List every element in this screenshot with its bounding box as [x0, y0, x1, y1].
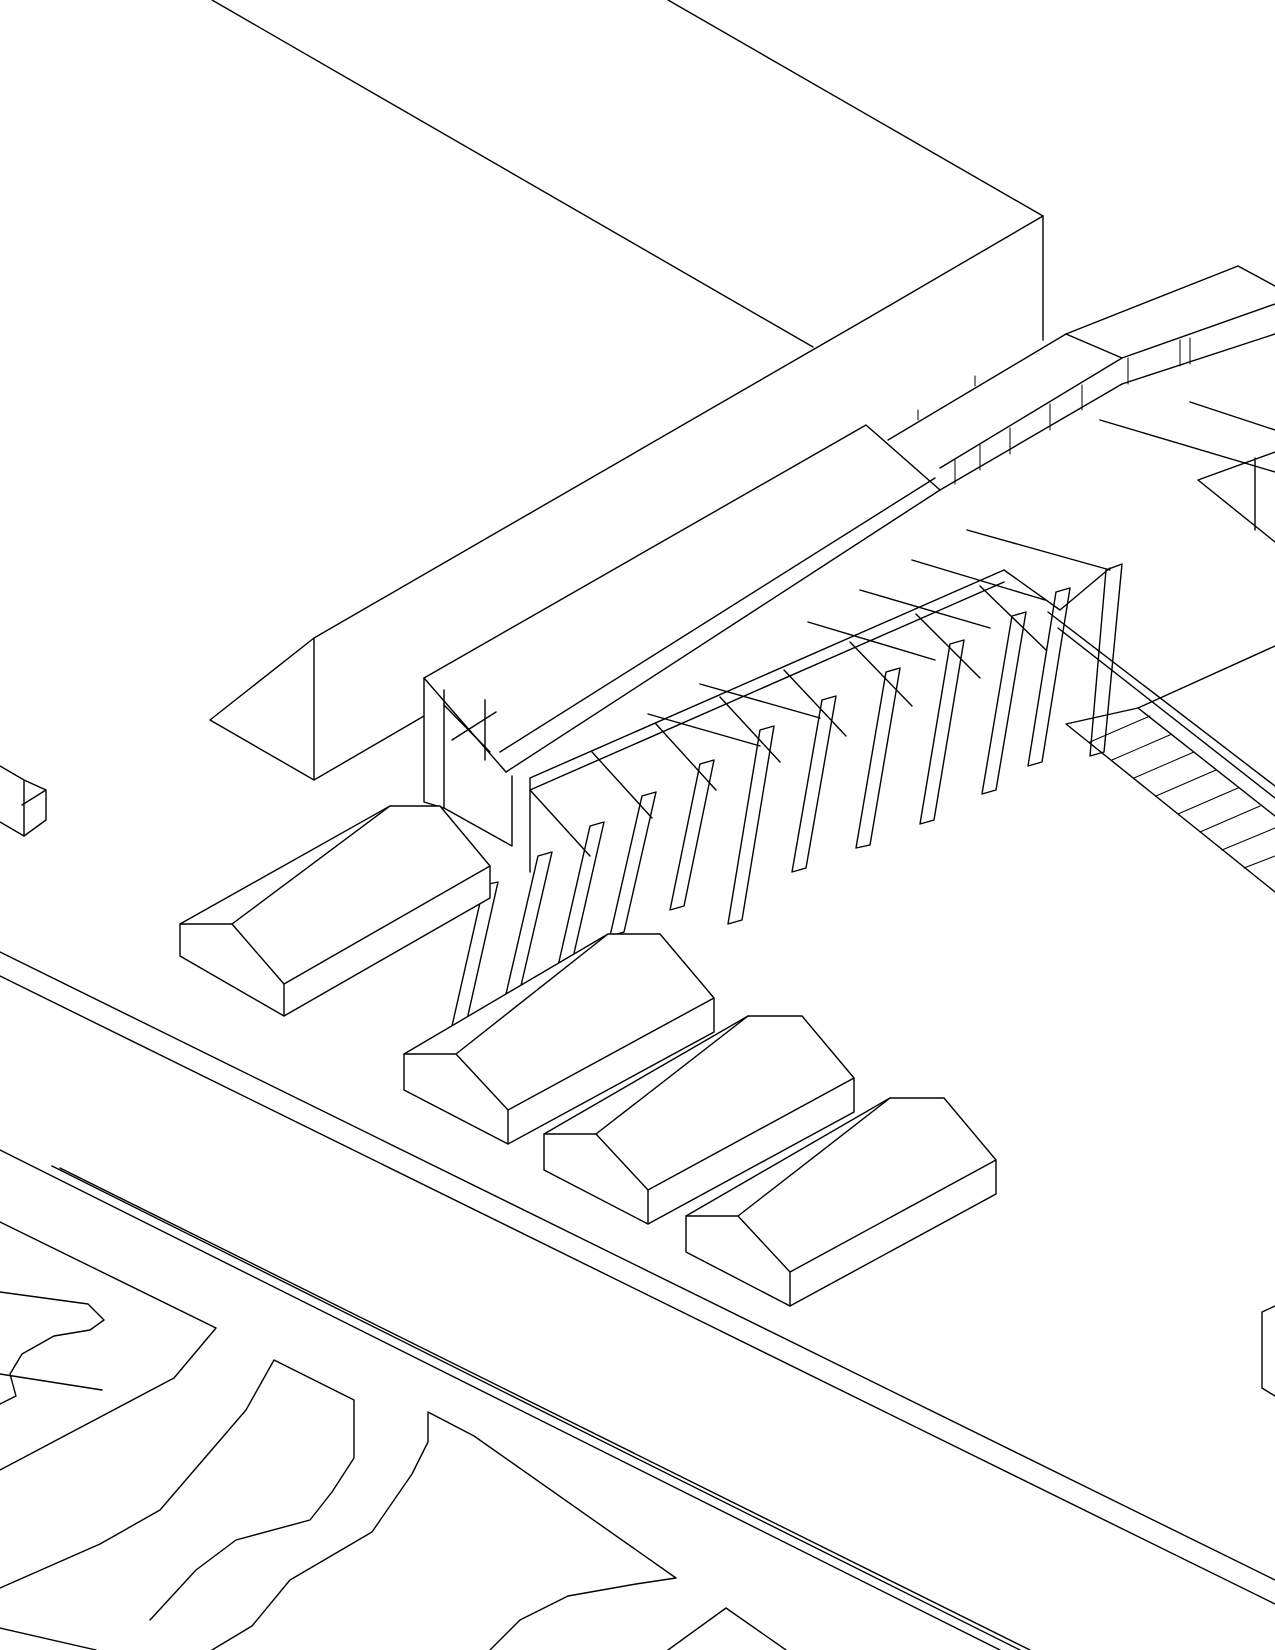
- large-block-building: [211, 0, 1044, 348]
- contour-7: [667, 1607, 787, 1650]
- contour-4: [0, 1359, 355, 1621]
- walkway-far-roof: [1065, 265, 1275, 335]
- road-edge-3: [0, 1149, 1001, 1650]
- raking-column-9: [919, 639, 965, 825]
- stair-tread-3: [1133, 751, 1195, 779]
- landscape-contours: [0, 1221, 787, 1650]
- road-edge-1: [0, 951, 1275, 1581]
- walkway-lower-edge-far: [1121, 333, 1275, 385]
- canopy-rafter-4: [807, 621, 936, 661]
- stair-outline: [1065, 645, 1275, 893]
- pavilion-3-body: [543, 1015, 855, 1225]
- canopy-rafter-6: [647, 713, 761, 747]
- gabled-pavilion-3: [543, 1015, 855, 1225]
- walkway-upper-roof: [887, 333, 1123, 469]
- hall-end-wall: [443, 775, 513, 847]
- road-lines: [0, 951, 1275, 1650]
- hall-roof-eave-inner: [499, 477, 936, 753]
- hall-roof-back: [423, 424, 941, 679]
- road-edge-2: [0, 975, 1275, 1605]
- gabled-pavilion-1: [179, 805, 491, 1017]
- right-triangle-frame: [1197, 451, 1275, 543]
- canopy-brace-9: [1047, 611, 1275, 787]
- raking-column-11: [1027, 587, 1071, 767]
- pavilion-4-body: [685, 1097, 997, 1307]
- hall-roof-eave: [505, 489, 941, 773]
- block-ridge-edge: [867, 215, 1044, 319]
- raking-column-4: [609, 791, 657, 937]
- road-edge-4: [51, 1165, 1021, 1650]
- canopy-rafter-5: [699, 683, 821, 719]
- edge-building-outline: [1261, 1305, 1275, 1397]
- canopy-end-frame: [1003, 567, 1111, 611]
- contour-3: [0, 1373, 103, 1391]
- road-edge-5: [59, 1167, 1031, 1650]
- staircase: [1065, 645, 1275, 893]
- pavilion-2-body: [403, 933, 715, 1145]
- block-top-left-edge: [211, 0, 814, 348]
- contour-2: [0, 1291, 105, 1405]
- hall-roof-ridge: [423, 677, 507, 773]
- raking-column-10: [981, 611, 1027, 795]
- projecting-beam-1: [1099, 419, 1275, 473]
- projecting-beam-2: [1189, 401, 1275, 431]
- long-gabled-shed: [209, 317, 869, 781]
- canopy-brace-3: [655, 723, 717, 791]
- block-top-right-edge: [667, 0, 1044, 217]
- contour-5: [211, 1411, 677, 1650]
- canopy-rafter-2: [911, 559, 1046, 601]
- canopy-brace-8: [979, 585, 1047, 651]
- main-hall: [423, 424, 941, 847]
- small-box-building: [0, 765, 47, 837]
- raking-column-6: [727, 725, 775, 925]
- canopy-brace-10: [1057, 627, 1275, 799]
- stair-tread-7: [1221, 827, 1275, 851]
- stair-tread-5: [1177, 787, 1239, 815]
- stair-tread-2: [1111, 733, 1173, 761]
- shed-roof-outline: [209, 317, 869, 781]
- canopy-brace-5: [783, 669, 847, 737]
- hall-end-brace-1: [443, 704, 491, 753]
- raking-column-8: [855, 667, 901, 849]
- stair-tread-6: [1199, 805, 1261, 833]
- contour-1: [0, 1221, 217, 1471]
- stair-edge-inner: [1137, 707, 1275, 817]
- canopy-rafter-1: [966, 529, 1111, 571]
- contour-6: [0, 1627, 97, 1650]
- raking-column-5: [669, 759, 715, 911]
- box-outline: [0, 765, 47, 837]
- connecting-walkway: [887, 265, 1275, 491]
- box-top-edge: [21, 789, 47, 806]
- raking-column-7: [791, 695, 837, 873]
- hall-gable-end: [423, 677, 445, 809]
- canopy-top-beam-inner: [529, 581, 1005, 791]
- canopy-brace-2: [591, 751, 653, 819]
- small-edge-building: [1261, 1305, 1275, 1397]
- gabled-pavilion-2: [403, 933, 715, 1145]
- raking-column-canopy: [451, 529, 1275, 1027]
- stair-tread-4: [1155, 769, 1217, 797]
- gabled-pavilion-4: [685, 1097, 997, 1307]
- pavilion-1-body: [179, 805, 491, 1017]
- stair-tread-8: [1243, 855, 1275, 869]
- canopy-top-beam: [529, 569, 1005, 779]
- projecting-beams: [1099, 401, 1275, 543]
- walkway-far-eave: [1121, 303, 1275, 359]
- canopy-brace-6: [849, 641, 913, 707]
- hall-end-brace-2: [451, 711, 497, 741]
- walkway-lower-edge: [939, 383, 1123, 491]
- canopy-brace-4: [719, 696, 781, 763]
- raking-column-12: [1089, 563, 1123, 757]
- canopy-rafter-3: [859, 589, 991, 629]
- canopy-brace-7: [915, 613, 981, 679]
- canopy-brace-1: [529, 789, 591, 857]
- stair-tread-1: [1089, 715, 1151, 743]
